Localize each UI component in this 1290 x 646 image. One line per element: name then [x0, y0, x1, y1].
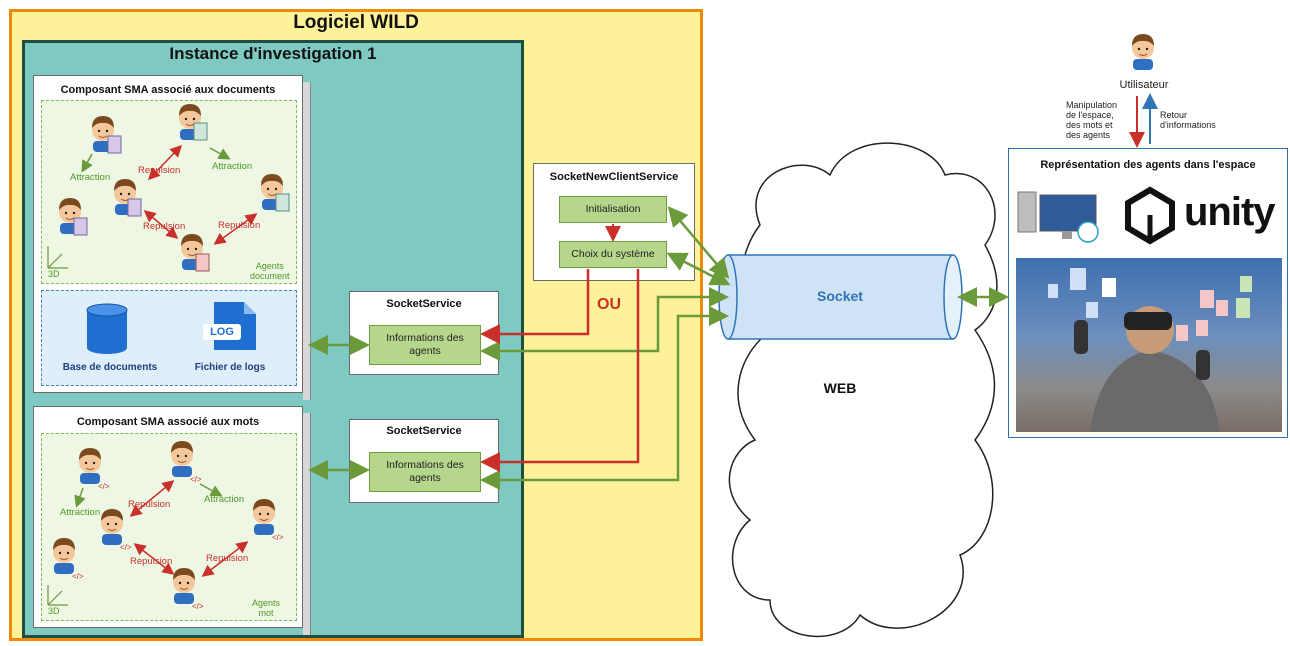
retour-line-2: d'informations	[1160, 120, 1216, 130]
database-icon	[86, 303, 128, 354]
agents-info-2-line2: agents	[409, 472, 441, 484]
rep-title: Représentation des agents dans l'espace	[1040, 159, 1256, 171]
word-repulsion-label-3: Repulsion	[206, 553, 249, 564]
socket-service-2-title: SocketService	[386, 425, 462, 437]
log-file-icon	[203, 302, 256, 350]
socket-service-1-title: SocketService	[386, 298, 462, 310]
system-choice-box: Choix du système	[559, 241, 667, 268]
web-label: WEB	[823, 380, 857, 396]
doc-agent-5	[58, 197, 88, 236]
socket-label: Socket	[817, 288, 863, 304]
doc-3d-label: 3D	[48, 269, 60, 279]
retour-label: Retour d'informations	[1160, 110, 1216, 130]
agents-info-box-2: Informations des agents	[369, 452, 481, 492]
manip-line-2: de l'espace,	[1066, 110, 1114, 120]
doc-agent-6	[180, 233, 210, 272]
svg-text:</>: </>	[192, 602, 204, 611]
doc-agent-2	[178, 103, 208, 141]
database-label: Base de documents	[62, 362, 158, 373]
svg-text:</>: </>	[72, 572, 84, 581]
word-attraction-label-2: Attraction	[204, 494, 245, 505]
retour-line-1: Retour	[1160, 110, 1188, 120]
log-badge: LOG	[210, 326, 234, 338]
word-agents-label-line1: Agents	[252, 598, 281, 608]
word-agents-label: Agents mot	[252, 598, 280, 618]
manip-line-4: des agents	[1066, 130, 1111, 140]
manip-line-1: Manipulation	[1066, 100, 1118, 110]
doc-agents-label-line2: document	[250, 271, 290, 281]
word-attraction-label-1: Attraction	[60, 507, 101, 518]
doc-repulsion-label-3: Repulsion	[218, 220, 261, 231]
word-sma-depth	[303, 413, 311, 635]
doc-agents-label: Agents document	[250, 261, 290, 281]
doc-agent-1	[91, 115, 122, 154]
svg-text:</>: </>	[98, 482, 110, 491]
doc-agents-area	[41, 100, 297, 284]
agents-info-2-line1: Informations des	[386, 459, 464, 471]
word-agent-2: </>	[170, 440, 202, 484]
word-agent-4: </>	[252, 498, 284, 542]
init-box: Initialisation	[559, 196, 667, 223]
word-repulsion-label-2: Repulsion	[130, 556, 173, 567]
doc-agent-3	[113, 178, 142, 217]
agents-info-box-1: Informations des agents	[369, 325, 481, 365]
word-agents-label-line2: mot	[258, 608, 274, 618]
word-sma-title: Composant SMA associé aux mots	[76, 416, 260, 428]
user-label: Utilisateur	[1119, 79, 1169, 91]
doc-repulsion-label-2: Repulsion	[143, 221, 186, 232]
word-agent-1: </>	[78, 447, 110, 491]
instance-title: Instance d'investigation 1	[169, 44, 377, 63]
unity-wordmark: unity	[1184, 190, 1276, 234]
manipulation-label: Manipulation de l'espace, des mots et de…	[1066, 100, 1117, 140]
word-3d-axis-icon	[47, 585, 68, 606]
ou-label: OU	[597, 296, 621, 313]
computer-icon	[1017, 191, 1099, 243]
new-client-title: SocketNewClientService	[549, 171, 679, 183]
doc-sma-title: Composant SMA associé aux documents	[60, 84, 276, 96]
log-file-label: Fichier de logs	[194, 362, 266, 373]
vr-person-figure	[1074, 306, 1220, 432]
word-agent-6: </>	[172, 567, 204, 611]
doc-attraction-label-2: Attraction	[212, 161, 253, 172]
svg-text:</>: </>	[120, 543, 132, 552]
doc-attraction-label-1: Attraction	[70, 172, 111, 183]
doc-repulsion-label-1: Repulsion	[138, 165, 181, 176]
doc-3d-axis-icon	[47, 246, 68, 269]
doc-sma-depth	[303, 82, 311, 400]
word-3d-label: 3D	[48, 606, 60, 616]
svg-text:</>: </>	[190, 475, 202, 484]
unity-logo	[1125, 186, 1175, 245]
manip-line-3: des mots et	[1066, 120, 1113, 130]
word-repulsion-label-1: Repulsion	[128, 499, 171, 510]
svg-text:</>: </>	[272, 533, 284, 542]
word-agent-5: </>	[52, 537, 84, 581]
agents-info-1-line1: Informations des	[386, 332, 464, 344]
doc-agent-4	[260, 173, 290, 212]
vr-floating-documents	[1048, 268, 1252, 341]
doc-agents-label-line1: Agents	[255, 261, 284, 271]
user-person-icon	[1131, 33, 1155, 71]
word-agent-3: </>	[100, 508, 132, 552]
wild-title: Logiciel WILD	[293, 12, 419, 33]
agents-info-1-line2: agents	[409, 345, 441, 357]
